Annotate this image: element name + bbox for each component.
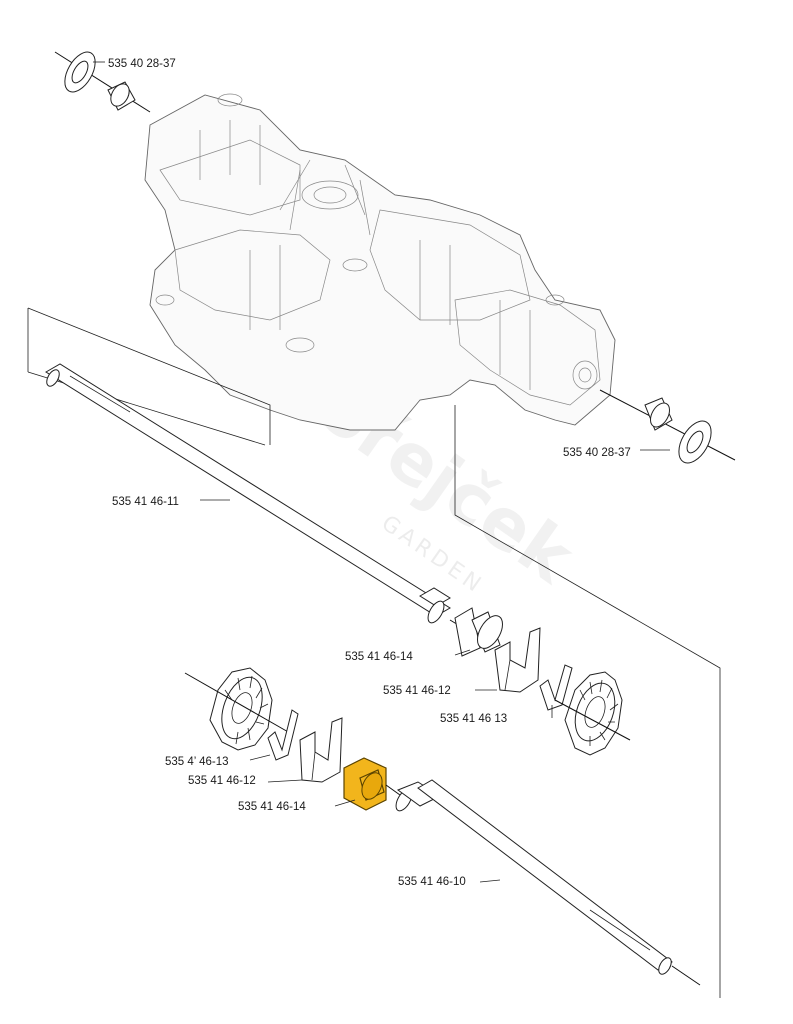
axle-shaft-lower [385, 779, 701, 986]
transaxle-housing [144, 93, 616, 431]
label-fork-lower: 535 41 46-12 [188, 775, 256, 787]
label-shaft-lower: 535 41 46-10 [398, 876, 466, 888]
part-labels: 535 40 28-37 535 40 28-37 535 41 46-11 5… [108, 58, 631, 888]
bushing-upper [454, 607, 503, 657]
label-fork-upper: 535 41 46-12 [383, 685, 451, 697]
clip-lower [249, 709, 299, 761]
axle-shaft-upper [45, 363, 471, 633]
label-bushing-lower: 535 41 46-14 [238, 801, 306, 813]
label-bushing-upper: 535 41 46-14 [345, 651, 413, 663]
label-seal-top: 535 40 28-37 [108, 58, 176, 70]
shift-fork-lower [267, 717, 343, 783]
bushing-lower-highlighted[interactable] [334, 757, 387, 811]
shift-fork-upper [475, 627, 541, 693]
label-clip-upper: 535 41 46 13 [440, 713, 507, 725]
bevel-gear-right [554, 671, 631, 756]
label-seal-right: 535 40 28-37 [563, 447, 631, 459]
bevel-gear-left [184, 667, 291, 751]
label-clip-lower: 535 4’ 46-13 [165, 756, 229, 768]
label-shaft-upper: 535 41 46-11 [112, 496, 179, 508]
oil-seal-right [599, 389, 736, 464]
oil-seal-top [54, 51, 151, 113]
clip-upper [539, 664, 573, 718]
